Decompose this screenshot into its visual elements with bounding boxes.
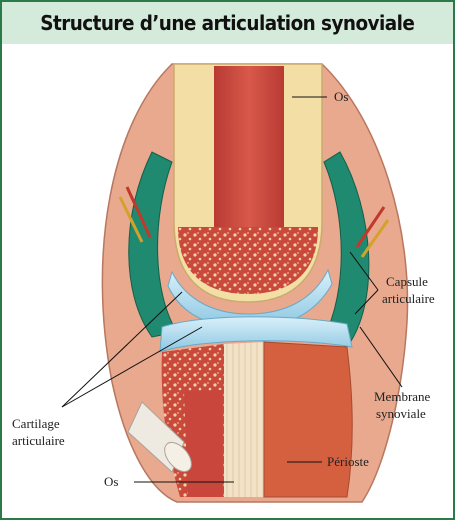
label-os-top: Os	[334, 89, 348, 105]
label-perioste: Périoste	[327, 454, 369, 470]
lower-marrow	[184, 390, 222, 497]
label-capsule-line1: Capsule	[386, 274, 428, 290]
label-os-bottom: Os	[104, 474, 118, 490]
upper-marrow	[214, 66, 284, 242]
label-membrane-line1: Membrane	[374, 389, 430, 405]
lower-bone-right	[264, 342, 352, 497]
lower-shaft	[224, 342, 264, 497]
label-cartilage-line1: Cartilage	[12, 416, 60, 432]
label-capsule-line2: articulaire	[382, 291, 435, 307]
label-cartilage-line2: articulaire	[12, 433, 65, 449]
label-membrane-line2: synoviale	[376, 406, 426, 422]
